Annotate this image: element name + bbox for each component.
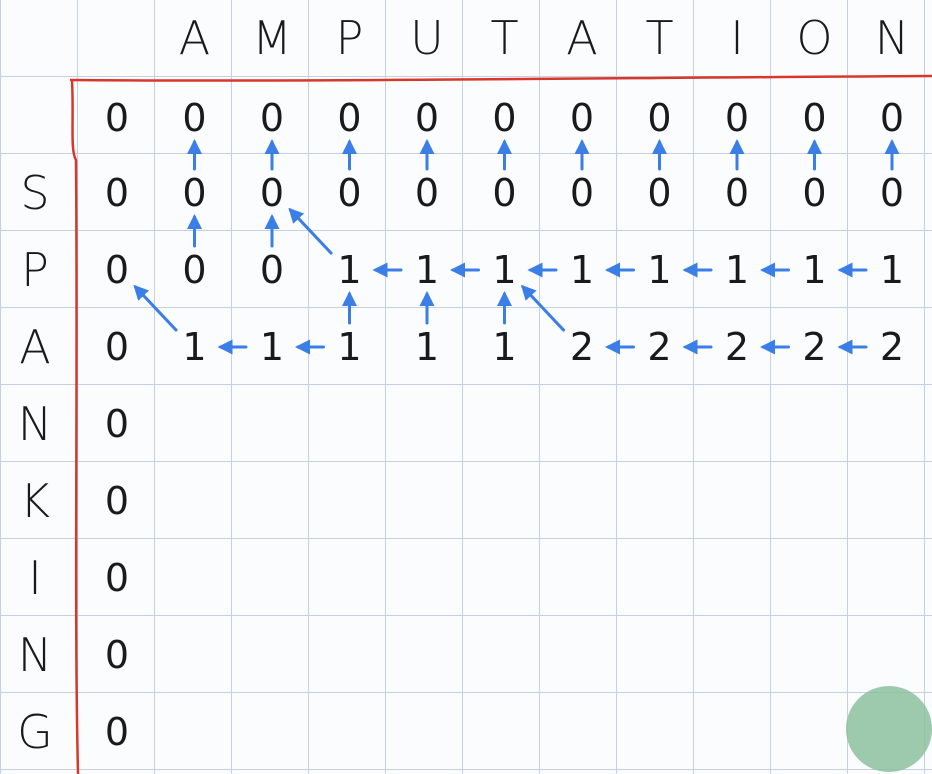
base-row-cell: 0 <box>492 96 517 140</box>
table-cell: 0 <box>569 171 595 215</box>
column-letter: A <box>178 11 211 65</box>
base-row-cell: 0 <box>647 96 672 140</box>
table-cell: 1 <box>569 248 595 292</box>
table-cell: 0 <box>724 171 750 215</box>
table-cell: 1 <box>259 325 285 369</box>
table-cell: 0 <box>104 325 130 369</box>
table-cell: 0 <box>104 402 130 446</box>
arrow-layer <box>133 139 900 355</box>
table-cell: 0 <box>259 248 285 292</box>
row-letter: S <box>20 166 50 220</box>
table-cell: 0 <box>104 633 130 677</box>
traceback-arrow <box>288 207 333 255</box>
table-cell: 0 <box>104 710 130 754</box>
table-cell: 0 <box>879 171 905 215</box>
table-cell: 0 <box>414 171 440 215</box>
base-row-cell: 0 <box>569 96 595 140</box>
column-letter: N <box>874 11 910 65</box>
table-cell: 2 <box>647 325 672 369</box>
table-cell: 0 <box>259 171 285 215</box>
base-row-cell: 0 <box>414 96 440 140</box>
row-letter: N <box>17 628 53 682</box>
record-indicator[interactable] <box>846 686 932 772</box>
row-letter: G <box>17 705 53 759</box>
table-cell: 2 <box>879 325 905 369</box>
table-cell: 2 <box>802 325 827 369</box>
column-letter: T <box>645 11 674 65</box>
table-cell: 0 <box>104 479 130 523</box>
table-cell: 1 <box>182 325 207 369</box>
table-cell: 1 <box>414 248 440 292</box>
column-letter: U <box>410 11 444 65</box>
column-letter: M <box>252 11 292 65</box>
table-cell: 1 <box>647 248 672 292</box>
base-row-cell: 0 <box>879 96 905 140</box>
table-cell: 1 <box>802 248 827 292</box>
base-row-cell: 0 <box>337 96 362 140</box>
table-cell: 0 <box>104 556 130 600</box>
table-cell: 0 <box>647 171 672 215</box>
table-cell: 1 <box>879 248 905 292</box>
table-cell: 1 <box>492 325 517 369</box>
left-border-line <box>70 79 80 774</box>
table-cell: 1 <box>414 325 440 369</box>
column-letter: I <box>730 11 744 65</box>
row-letter: K <box>19 474 51 528</box>
table-cell: 1 <box>492 248 517 292</box>
table-cell: 1 <box>337 325 362 369</box>
table-cell: 0 <box>492 171 517 215</box>
row-letter: N <box>17 397 53 451</box>
base-row-cell: 0 <box>724 96 750 140</box>
column-letter: T <box>490 11 519 65</box>
base-row-cell: 0 <box>259 96 285 140</box>
table-cell: 1 <box>724 248 750 292</box>
base-row-cell: 0 <box>802 96 827 140</box>
row-letter: P <box>21 243 49 297</box>
table-cell: 0 <box>182 171 207 215</box>
table-cell: 1 <box>337 248 362 292</box>
table-cell: 0 <box>182 248 207 292</box>
row-letter: A <box>19 320 51 374</box>
table-cell: 0 <box>802 171 827 215</box>
column-letter: A <box>566 11 598 65</box>
row-letter: I <box>28 551 42 605</box>
base-row-cell: 0 <box>104 96 130 140</box>
column-letter: P <box>335 11 364 65</box>
base-row-cell: 0 <box>182 96 207 140</box>
traceback-arrow <box>520 284 566 332</box>
table-cell: 2 <box>724 325 750 369</box>
table-cell: 0 <box>104 248 130 292</box>
table-cell: 2 <box>569 325 595 369</box>
table-cell: 0 <box>337 171 362 215</box>
top-border-line <box>69 74 932 82</box>
column-letter: O <box>796 11 833 65</box>
table-cell: 0 <box>104 171 130 215</box>
traceback-arrow <box>133 284 178 332</box>
